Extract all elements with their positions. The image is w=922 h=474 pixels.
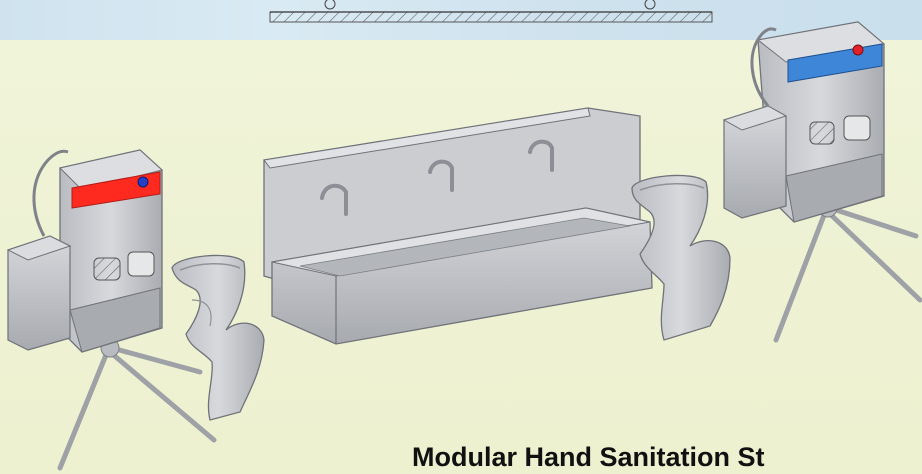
left-blue-button <box>137 176 149 188</box>
top-technical-drawing <box>269 0 713 23</box>
left-hand-dryer <box>171 254 265 421</box>
trough-sink <box>263 107 653 345</box>
right-turnstile-station <box>722 21 922 343</box>
right-red-button <box>852 44 864 56</box>
diagram-caption: Modular Hand Sanitation St <box>412 442 765 472</box>
right-hand-dryer <box>631 174 731 341</box>
left-turnstile-station <box>6 149 217 471</box>
